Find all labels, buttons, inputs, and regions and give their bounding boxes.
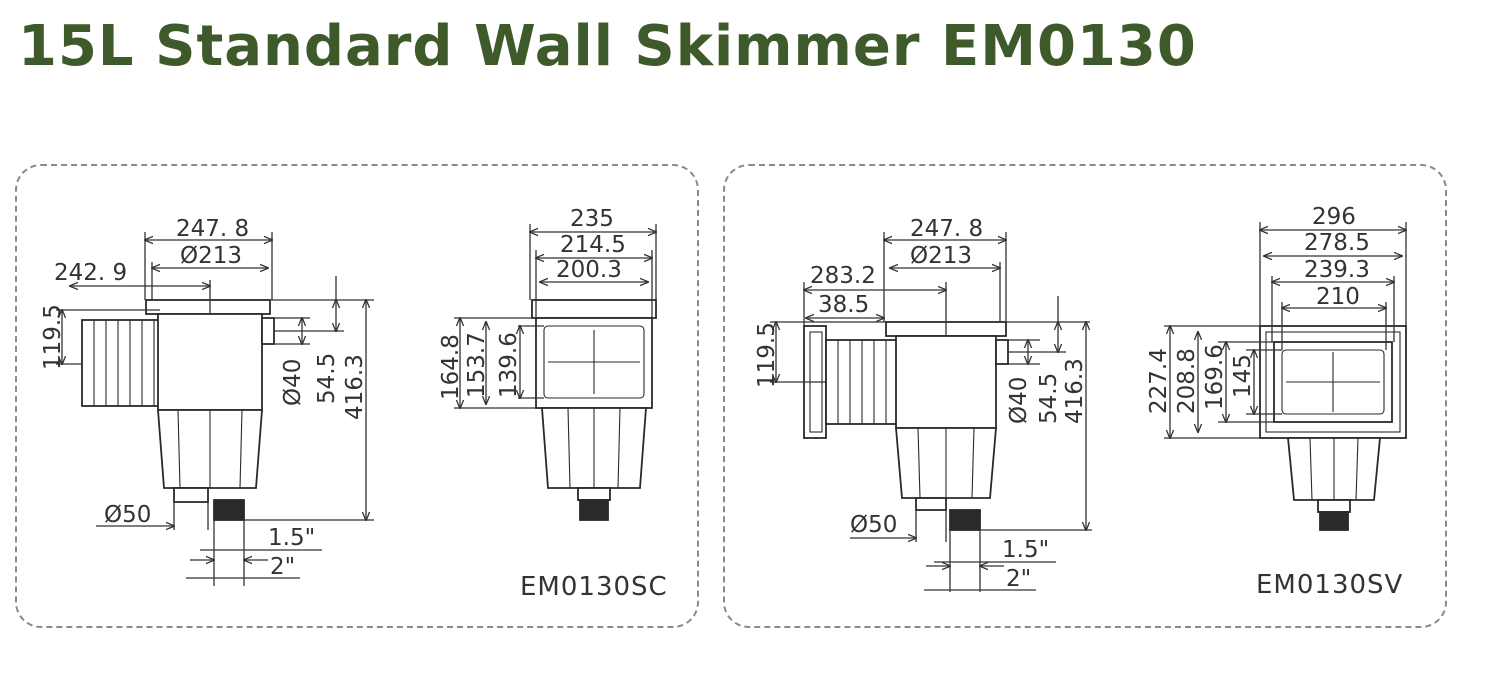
sv-side-view xyxy=(803,321,1009,531)
sv-flange-depth-label: 38.5 xyxy=(818,292,869,318)
sv-return-diameter-label: Ø40 xyxy=(1006,377,1032,424)
sv-inner-diameter-label: Ø213 xyxy=(910,243,972,269)
sv-return-height-label: 54.5 xyxy=(1036,373,1062,424)
sv-front-width-2-label: 278.5 xyxy=(1304,230,1370,256)
sc-drain-diameter-label: Ø50 xyxy=(104,502,151,528)
sc-total-height-label: 416.3 xyxy=(342,354,368,420)
sc-inner-diameter-label: Ø213 xyxy=(180,243,242,269)
sv-total-height-label: 416.3 xyxy=(1062,358,1088,424)
sc-mouth-width-label: 242. 9 xyxy=(54,260,127,286)
sv-front-width-3-label: 239.3 xyxy=(1304,257,1370,283)
sc-front-dimensions: 235 214.5 200.3 164.8 153.7 139.6 xyxy=(438,206,656,408)
sv-mouth-height-label: 119.5 xyxy=(754,322,780,388)
sv-front-view xyxy=(1259,325,1407,531)
sv-front-height-outer-label: 227.4 xyxy=(1146,348,1172,414)
sc-front-width-outer-label: 235 xyxy=(570,206,614,232)
model-label-em0130sv: EM0130SV xyxy=(1256,570,1404,600)
sv-front-height-inner-label: 145 xyxy=(1230,354,1256,398)
page-title: 15L Standard Wall Skimmer EM0130 xyxy=(18,14,1197,79)
sv-mouth-width-label: 283.2 xyxy=(810,263,876,289)
sv-front-height-2-label: 208.8 xyxy=(1174,348,1200,414)
sc-front-width-inner-label: 200.3 xyxy=(556,257,622,283)
sc-return-diameter-label: Ø40 xyxy=(280,359,306,406)
sv-front-height-3-label: 169.6 xyxy=(1202,344,1228,410)
sc-front-height-outer-label: 164.8 xyxy=(438,334,464,400)
sv-overall-width-label: 247. 8 xyxy=(910,216,983,242)
sc-front-view xyxy=(531,299,657,521)
sc-side-dimensions: 247. 8 Ø213 242. 9 119.5 Ø40 54.5 416.3 … xyxy=(40,216,374,586)
sc-thread-large-label: 2" xyxy=(270,554,295,580)
sv-thread-small-label: 1.5" xyxy=(1002,537,1049,563)
model-label-em0130sc: EM0130SC xyxy=(520,572,668,602)
panel-em0130sv xyxy=(723,164,1447,628)
sc-overall-width-label: 247. 8 xyxy=(176,216,249,242)
panel-em0130sc xyxy=(15,164,699,628)
sc-side-view xyxy=(81,299,275,521)
sv-thread-large-label: 2" xyxy=(1006,566,1031,592)
sc-front-width-mid-label: 214.5 xyxy=(560,232,626,258)
sc-thread-small-label: 1.5" xyxy=(268,525,315,551)
sc-mouth-height-label: 119.5 xyxy=(40,304,66,370)
sc-front-height-mid-label: 153.7 xyxy=(464,332,490,398)
sv-front-dimensions: 296 278.5 239.3 210 227.4 208.8 169.6 14… xyxy=(1146,204,1406,438)
sc-return-height-label: 54.5 xyxy=(314,353,340,404)
sv-front-width-outer-label: 296 xyxy=(1312,204,1356,230)
sv-front-width-inner-label: 210 xyxy=(1316,284,1360,310)
sc-front-height-inner-label: 139.6 xyxy=(496,332,522,398)
sv-drain-diameter-label: Ø50 xyxy=(850,512,897,538)
sv-side-dimensions: 247. 8 Ø213 283.2 38.5 119.5 Ø40 54.5 41… xyxy=(754,216,1092,592)
